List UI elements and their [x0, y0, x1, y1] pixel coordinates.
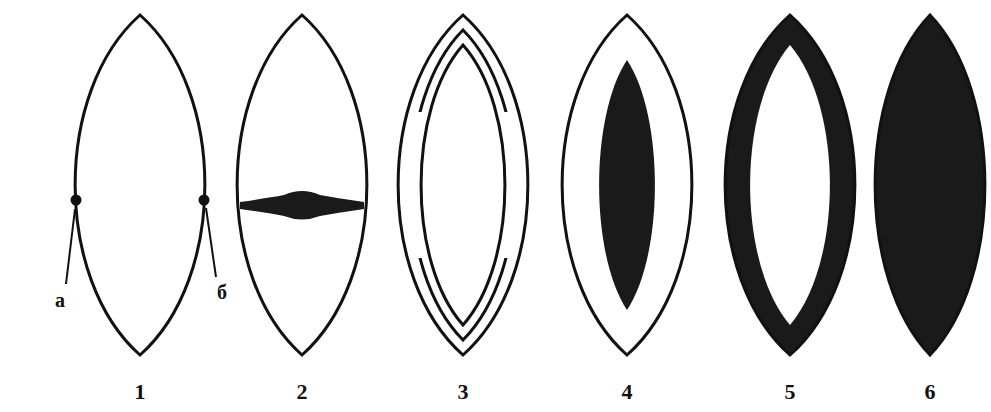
part-letter: а — [55, 290, 65, 310]
lens-outline — [398, 15, 528, 355]
stage-number: 1 — [135, 381, 146, 403]
stage-number: 4 — [622, 381, 633, 403]
leader-line — [206, 208, 216, 277]
partial-ring — [411, 30, 515, 340]
stage-number: 5 — [785, 381, 796, 403]
stage-number: 2 — [297, 381, 308, 403]
lens-outline — [562, 15, 692, 355]
ossified-core — [599, 60, 655, 310]
ossified-lens — [875, 15, 985, 355]
lens-outline — [237, 15, 367, 355]
part-letter: б — [217, 282, 227, 302]
ossification-band — [240, 191, 364, 220]
ossification-point — [71, 195, 82, 206]
unossified-center — [750, 45, 830, 325]
ossification-point — [199, 195, 210, 206]
leader-line — [66, 209, 75, 284]
lens-outline — [75, 15, 205, 355]
ossified-ring — [725, 15, 855, 355]
stage-number: 6 — [925, 381, 936, 403]
stage-number: 3 — [458, 381, 469, 403]
inner-ring — [421, 45, 505, 325]
